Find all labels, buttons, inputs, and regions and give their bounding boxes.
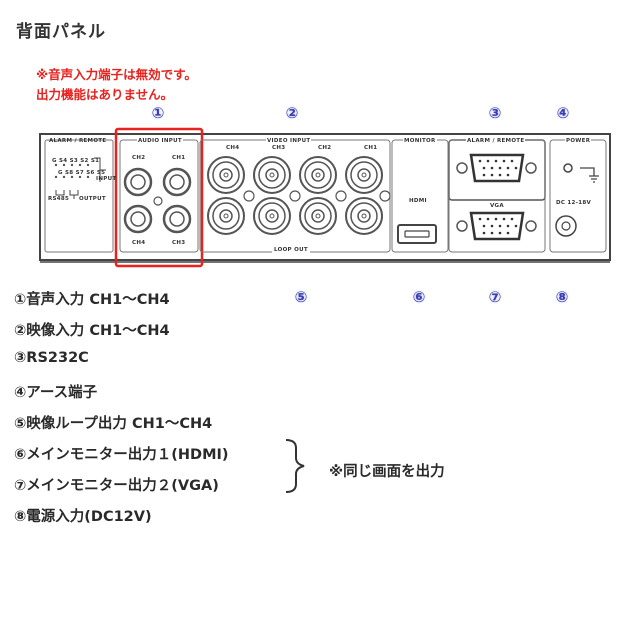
dsub-pin xyxy=(498,224,502,228)
label-input: INPUT xyxy=(96,176,117,182)
label-monitor: MONITOR xyxy=(403,138,437,144)
audio-rca-jacks xyxy=(123,167,192,234)
page-title: 背面パネル xyxy=(16,22,106,42)
brace-icon xyxy=(285,439,305,493)
legend-item-5: ⑤映像ループ出力 CH1～CH4 xyxy=(14,416,213,432)
dsub-pin xyxy=(514,166,518,170)
vga-port xyxy=(456,211,537,241)
callout-3: ③ xyxy=(488,104,502,122)
label-terminals-row1: G S4 S3 S2 S1 xyxy=(52,158,100,164)
bnc-connector xyxy=(299,156,337,194)
dsub-pin xyxy=(514,224,518,228)
bnc-connector xyxy=(253,197,291,235)
hdmi-port xyxy=(397,224,437,244)
label-video-ch1: CH1 xyxy=(364,145,378,151)
callout-2: ② xyxy=(285,104,299,122)
label-hdmi: HDMI xyxy=(409,198,427,204)
dsub-pin xyxy=(486,159,490,163)
same-output-note: ※同じ画面を出力 xyxy=(329,464,445,480)
ground-screw xyxy=(563,163,573,173)
dsub-pin xyxy=(490,166,494,170)
dsub-pin xyxy=(510,217,514,221)
warning-note-line-2: 出力機能はありません。 xyxy=(36,87,174,102)
video-input-group xyxy=(199,139,391,253)
terminal-block xyxy=(44,139,114,253)
bnc-connector xyxy=(207,156,245,194)
label-rs485: RS485 xyxy=(48,196,70,202)
audio-highlight-box xyxy=(114,127,204,268)
dsub-pin xyxy=(498,231,502,235)
dsub-pin xyxy=(482,231,486,235)
dsub-pin xyxy=(478,217,482,221)
dsub-pin xyxy=(506,166,510,170)
bnc-connectors xyxy=(207,156,391,235)
legend-item-3: ③RS232C xyxy=(14,350,89,366)
dsub-pin xyxy=(490,173,494,177)
dsub-pin xyxy=(490,231,494,235)
label-audio-input: AUDIO INPUT xyxy=(137,138,183,144)
dsub-pin xyxy=(490,224,494,228)
dsub-pin xyxy=(482,224,486,228)
label-video-ch2: CH2 xyxy=(318,145,332,151)
dsub-pin xyxy=(494,217,498,221)
callout-8: ⑧ xyxy=(555,288,569,306)
callout-7: ⑦ xyxy=(488,288,502,306)
label-alarm-remote-right: ALARM / REMOTE xyxy=(466,138,526,144)
bnc-connector xyxy=(207,197,245,235)
dsub-pin xyxy=(486,217,490,221)
label-terminals-row2: G S8 S7 S6 S5 xyxy=(58,170,106,176)
dsub-pin xyxy=(498,173,502,177)
label-audio-ch4: CH4 xyxy=(132,240,146,246)
mount-hole xyxy=(243,190,255,202)
dsub-pin xyxy=(482,166,486,170)
dsub-pin xyxy=(506,231,510,235)
legend-item-7: ⑦メインモニター出力２(VGA) xyxy=(14,478,219,494)
label-power: POWER xyxy=(565,138,592,144)
label-video-ch4: CH4 xyxy=(226,145,240,151)
dsub-pin xyxy=(478,159,482,163)
bnc-connector xyxy=(345,156,383,194)
label-audio-ch2: CH2 xyxy=(132,155,146,161)
mount-hole xyxy=(379,190,391,202)
legend-item-8: ⑧電源入力(DC12V) xyxy=(14,509,152,525)
dsub-pin xyxy=(498,166,502,170)
rs232-vga-group xyxy=(448,139,546,253)
ground-symbol-icon xyxy=(580,167,599,183)
label-output: OUTPUT xyxy=(79,196,106,202)
mount-hole xyxy=(335,190,347,202)
power-group xyxy=(549,139,607,253)
label-audio-ch3: CH3 xyxy=(172,240,186,246)
label-alarm-remote-left: ALARM / REMOTE xyxy=(49,138,107,144)
chassis-outline xyxy=(39,133,611,261)
label-loop-out: LOOP OUT xyxy=(272,247,310,253)
dc-jack xyxy=(555,215,577,237)
dsub-pin xyxy=(510,159,514,163)
legend-item-1: ①音声入力 CH1～CH4 xyxy=(14,292,170,308)
callout-5: ⑤ xyxy=(294,288,308,306)
bnc-connector xyxy=(345,197,383,235)
label-video-ch3: CH3 xyxy=(272,145,286,151)
warning-note-line-1: ※音声入力端子は無効です。 xyxy=(36,67,197,82)
callout-6: ⑥ xyxy=(412,288,426,306)
legend-item-4: ④アース端子 xyxy=(14,385,98,401)
bnc-connector xyxy=(299,197,337,235)
label-vga: VGA xyxy=(490,203,504,209)
dsub-pin xyxy=(502,217,506,221)
dsub-pin xyxy=(482,173,486,177)
label-video-input: VIDEO INPUT xyxy=(266,138,312,144)
callout-4: ④ xyxy=(556,104,570,122)
dsub-pin xyxy=(506,224,510,228)
mount-hole xyxy=(289,190,301,202)
dsub-pin xyxy=(494,159,498,163)
callout-1: ① xyxy=(151,104,165,122)
label-power-rating: DC 12-18V xyxy=(556,200,592,206)
label-audio-ch1: CH1 xyxy=(172,155,186,161)
dsub-pin xyxy=(502,159,506,163)
dsub-pin xyxy=(506,173,510,177)
legend-item-2: ②映像入力 CH1～CH4 xyxy=(14,323,170,339)
bnc-connector xyxy=(253,156,291,194)
legend-item-6: ⑥メインモニター出力１(HDMI) xyxy=(14,447,229,463)
monitor-group xyxy=(391,139,449,253)
rs232-port xyxy=(456,153,537,183)
